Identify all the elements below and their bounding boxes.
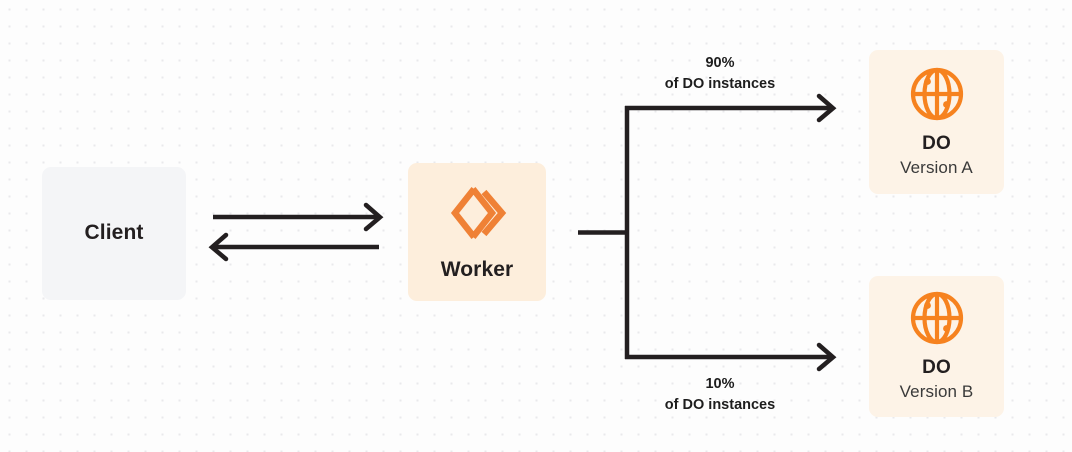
edge-label-bottom-caption: of DO instances xyxy=(664,396,776,413)
globe-icon xyxy=(909,290,965,346)
node-do-a-subtitle: Version A xyxy=(900,157,973,177)
node-do-version-a[interactable]: DO Version A xyxy=(869,50,1004,194)
node-worker-label: Worker xyxy=(440,257,514,281)
node-client-label: Client xyxy=(84,221,144,245)
edge-label-top: 90% of DO instances xyxy=(609,53,831,94)
node-client[interactable]: Client xyxy=(42,167,186,300)
arrow-split-to-do-b xyxy=(625,342,837,372)
cloudflare-workers-icon xyxy=(446,182,508,244)
node-do-b-title: DO xyxy=(922,357,951,379)
arrow-client-to-worker xyxy=(213,202,384,232)
node-worker[interactable]: Worker xyxy=(408,163,546,301)
arrow-worker-to-client xyxy=(208,232,379,262)
connector-worker-split-trunk xyxy=(578,106,630,359)
node-do-version-b[interactable]: DO Version B xyxy=(869,276,1004,417)
edge-label-top-percent: 90% xyxy=(705,55,735,71)
arrow-split-to-do-a xyxy=(625,93,837,123)
node-do-b-subtitle: Version B xyxy=(899,382,974,402)
edge-label-bottom-percent: 10% xyxy=(705,376,735,392)
globe-icon xyxy=(909,66,965,122)
edge-label-top-caption: of DO instances xyxy=(664,75,776,92)
edge-label-bottom: 10% of DO instances xyxy=(609,374,831,415)
node-do-a-title: DO xyxy=(922,132,951,154)
